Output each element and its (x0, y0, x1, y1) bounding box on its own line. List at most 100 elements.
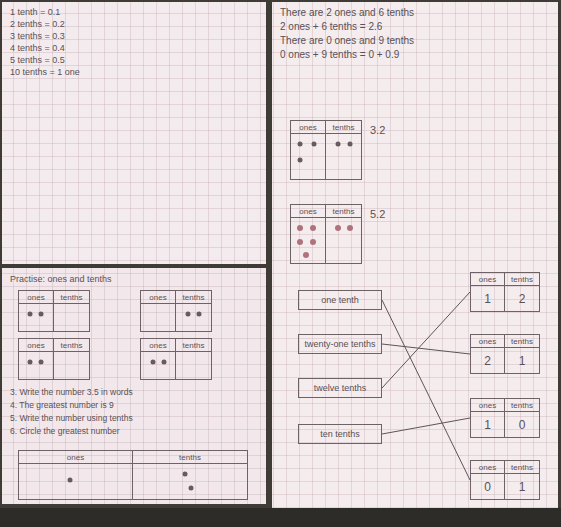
handwritten-note: 5 tenths = 0.5 (10, 55, 65, 65)
digit-text: 1 (484, 418, 491, 432)
heading-text: ones (27, 341, 44, 350)
word-box: one tenth (298, 290, 382, 310)
pencil-dot (162, 360, 167, 365)
chart-cell (133, 464, 247, 499)
column-heading: tenths (505, 335, 539, 348)
heading-text: tenths (61, 293, 83, 302)
matching-line (382, 418, 470, 434)
word-text: twelve tenths (314, 383, 367, 393)
heading-text: tenths (61, 341, 83, 350)
place-value-chart: ones tenths (140, 338, 212, 380)
pencil-dot (68, 478, 73, 483)
chart-cell (176, 304, 211, 331)
handwritten-note: 4 tenths = 0.4 (10, 43, 65, 53)
chart-cell (19, 304, 54, 331)
place-value-chart: ones tenths (18, 290, 90, 332)
pencil-dot (39, 360, 44, 365)
column-heading: tenths (505, 273, 539, 286)
column-heading: ones (19, 291, 54, 304)
pencil-dot (297, 239, 303, 245)
pencil-dot (310, 239, 316, 245)
grid-paper (2, 2, 266, 264)
heading-text: ones (479, 463, 496, 472)
pencil-dot (298, 158, 303, 163)
chart-cell (19, 464, 133, 499)
place-value-chart: onestenths (140, 290, 212, 332)
column-heading: ones (141, 339, 176, 352)
column-heading: tenths (54, 339, 89, 352)
matching-line (382, 344, 470, 354)
pencil-dot (28, 312, 33, 317)
digit-text: 0 (484, 480, 491, 494)
chart-cell (176, 352, 211, 379)
word-box: twelve tenths (298, 378, 382, 398)
digit: 1 (505, 348, 539, 373)
digit: 0 (471, 474, 505, 499)
handwritten-note: 3.2 (370, 124, 385, 137)
heading-text: ones (299, 207, 316, 216)
pencil-dot (183, 472, 188, 477)
word-text: ten tenths (320, 429, 360, 439)
column-heading: ones (471, 273, 505, 286)
handwritten-note: There are 2 ones and 6 tenths (280, 7, 414, 19)
chart-cell (54, 352, 89, 379)
pencil-dot (186, 312, 191, 317)
heading-text: ones (67, 453, 84, 462)
heading-text: ones (149, 293, 166, 302)
column-heading: ones (19, 451, 133, 464)
pencil-dot (310, 225, 316, 231)
column-heading: ones (471, 461, 505, 474)
pencil-dot (335, 225, 341, 231)
heading-text: tenths (511, 401, 533, 410)
digit-text: 1 (519, 480, 526, 494)
handwritten-note: There are 0 ones and 9 tenths (280, 35, 414, 47)
pencil-dot (39, 312, 44, 317)
handwritten-note: Practise: ones and tenths (10, 274, 112, 284)
heading-text: ones (479, 337, 496, 346)
column-heading: tenths (326, 205, 361, 218)
digit-text: 0 (519, 418, 526, 432)
handwritten-note: 3 tenths = 0.3 (10, 31, 65, 41)
heading-text: ones (479, 275, 496, 284)
heading-text: tenths (333, 123, 355, 132)
chart-cell (19, 352, 54, 379)
digit-text: 2 (484, 354, 491, 368)
handwritten-note: 3. Write the number 3.5 in words (10, 388, 133, 398)
matching-line (382, 292, 470, 388)
column-heading: tenths (505, 461, 539, 474)
pencil-dot (28, 360, 33, 365)
word-text: one tenth (321, 295, 359, 305)
handwritten-note: 4. The greatest number is 9 (10, 401, 114, 411)
page-sheet (2, 268, 266, 504)
pencil-dot (312, 142, 317, 147)
column-heading: ones (19, 339, 54, 352)
column-heading: ones (141, 291, 176, 304)
value-chart: ones tenths 2 1 (470, 334, 540, 374)
handwritten-note: 0 ones + 9 tenths = 0 + 0.9 (280, 49, 399, 61)
digit-text: 1 (519, 354, 526, 368)
column-heading: ones (291, 205, 326, 218)
heading-text: tenths (179, 453, 201, 462)
digit: 2 (471, 348, 505, 373)
handwritten-note: 5. Write the number using tenths (10, 414, 133, 424)
column-heading: tenths (505, 399, 539, 412)
word-box: twenty-one tenths (298, 334, 382, 354)
place-value-chart: ones tenths (18, 450, 248, 500)
handwritten-note: 10 tenths = 1 one (10, 67, 80, 77)
place-value-chart: ones tenths (290, 204, 362, 264)
handwritten-note: 6. Circle the greatest number (10, 427, 120, 437)
heading-text: tenths (511, 275, 533, 284)
column-heading: tenths (176, 339, 211, 352)
heading-text: ones (149, 341, 166, 350)
digit-text: 1 (484, 292, 491, 306)
value-chart: ones tenths 0 1 (470, 460, 540, 500)
digit: 1 (471, 286, 505, 311)
heading-text: tenths (333, 207, 355, 216)
pencil-dot (197, 312, 202, 317)
grid-paper (272, 2, 558, 508)
handwritten-note: 1 tenth = 0.1 (10, 7, 60, 17)
dark-strip (0, 508, 561, 527)
heading-text: ones (27, 293, 44, 302)
